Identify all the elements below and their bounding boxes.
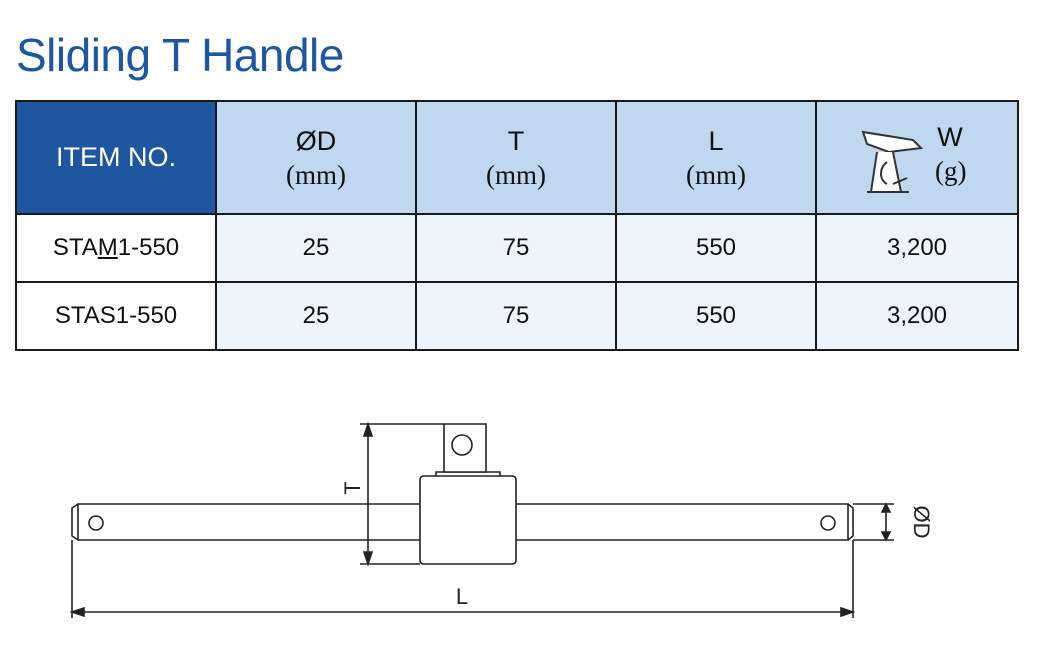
header-t-symbol: T bbox=[507, 125, 525, 156]
header-weight-symbol: W bbox=[937, 122, 963, 152]
dimension-d-label: ØD bbox=[909, 506, 934, 539]
table-header-row: ITEM NO. ØD (mm) T (mm) L (mm) bbox=[15, 100, 1019, 215]
header-diameter-unit: (mm) bbox=[286, 159, 346, 190]
item-no-prefix: STAS bbox=[54, 302, 116, 329]
cell-weight: 3,200 bbox=[815, 213, 1019, 283]
dimension-t-label: T bbox=[340, 481, 365, 494]
header-weight-unit: (g) bbox=[935, 156, 967, 186]
header-l-unit: (mm) bbox=[686, 159, 746, 190]
item-no-suffix: 1-550 bbox=[115, 302, 178, 329]
header-l: L (mm) bbox=[615, 100, 817, 215]
header-item-no: ITEM NO. bbox=[15, 100, 217, 215]
header-weight: W (g) bbox=[815, 100, 1019, 215]
cell-t: 75 bbox=[415, 213, 617, 283]
t-handle-drawing: T L ØD bbox=[69, 421, 934, 618]
cell-item-no: STAS1-550 bbox=[15, 281, 217, 351]
cell-diameter: 25 bbox=[215, 213, 417, 283]
cell-item-no: STAM1-550 bbox=[15, 213, 217, 283]
table-row: STAS1-550 25 75 550 3,200 bbox=[15, 281, 1019, 351]
header-diameter-symbol: ØD bbox=[295, 125, 337, 156]
scale-icon bbox=[861, 130, 924, 193]
cell-diameter: 25 bbox=[215, 281, 417, 351]
sliding-body bbox=[419, 475, 517, 565]
square-drive bbox=[443, 423, 487, 473]
bar-hole-left bbox=[88, 515, 104, 531]
item-no-suffix: 1-550 bbox=[117, 234, 180, 261]
cell-l: 550 bbox=[615, 213, 817, 283]
item-no-prefix: STA bbox=[52, 234, 98, 261]
cell-l: 550 bbox=[615, 281, 817, 351]
table-row: STAM1-550 25 75 550 3,200 bbox=[15, 213, 1019, 283]
header-t-unit: (mm) bbox=[486, 159, 546, 190]
header-diameter: ØD (mm) bbox=[215, 100, 417, 215]
cell-t: 75 bbox=[415, 281, 617, 351]
page-title: Sliding T Handle bbox=[16, 29, 344, 81]
cell-weight: 3,200 bbox=[815, 281, 1019, 351]
item-no-mark: M bbox=[97, 234, 118, 261]
bar-hole-right bbox=[820, 515, 836, 531]
spec-table: ITEM NO. ØD (mm) T (mm) L (mm) bbox=[15, 100, 1019, 351]
dimension-l-label: L bbox=[456, 584, 468, 609]
header-l-symbol: L bbox=[708, 125, 724, 156]
header-t: T (mm) bbox=[415, 100, 617, 215]
drive-ball bbox=[451, 434, 473, 456]
